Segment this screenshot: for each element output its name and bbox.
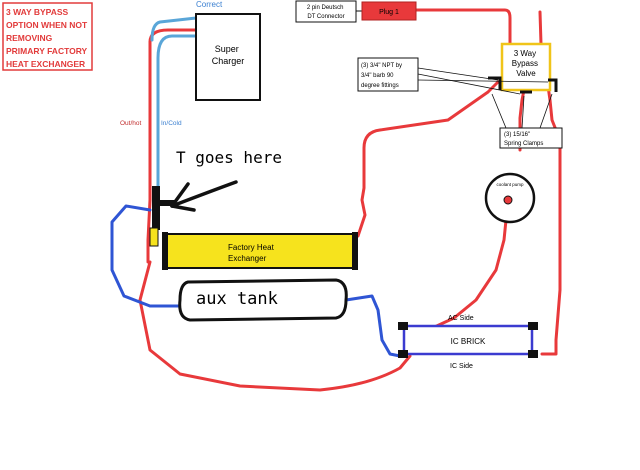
valve-line-2: Bypass xyxy=(512,59,538,68)
out-hot-label: Out/hot xyxy=(120,120,142,127)
hot-line-valve-left xyxy=(356,80,500,238)
plug-label: Plug 1 xyxy=(379,9,399,16)
svg-text:3 WAY BYPASS OPTION WHEN: 3 WAY BYPASS OPTION WHEN NOT REMOVING PR… xyxy=(6,7,90,69)
plug: Plug 1 xyxy=(361,1,417,21)
supercharger-line-2: Charger xyxy=(212,56,245,66)
connector-box: 2 pin Deutsch DT Connector xyxy=(295,0,357,23)
svg-text:Factory Heat Exchanger: Factory Heat Exchanger xyxy=(228,243,276,263)
title-line-1: 3 WAY BYPASS xyxy=(6,7,69,17)
bypass-valve: 3 Way Bypass Valve xyxy=(500,42,552,92)
correct-label: Correct xyxy=(196,0,223,9)
in-cold-label: In/Cold xyxy=(161,120,182,127)
hot-line-valve-brick xyxy=(540,84,562,356)
svg-text:Super Charger: Super Charger xyxy=(212,44,245,66)
correct-line xyxy=(150,16,198,42)
connector-line-2: DT Connector xyxy=(307,14,344,20)
ic-brick: IC BRICK xyxy=(398,322,538,358)
title-line-2: OPTION WHEN NOT xyxy=(6,20,88,30)
supercharger: Super Charger xyxy=(195,13,261,101)
hot-line-pump-down xyxy=(408,198,510,336)
valve-fittings xyxy=(488,76,558,94)
fittings-line-3: degree fittings xyxy=(361,83,399,89)
svg-text:3 Way Bypass Valve: 3 Way Bypass Valve xyxy=(512,49,540,78)
t-goes-here-label: T goes here xyxy=(176,148,282,167)
t-arrow-icon xyxy=(170,180,238,212)
hot-line-valve-right xyxy=(538,10,543,46)
clamps-line-2: Spring Clamps xyxy=(504,141,543,147)
title-line-3: REMOVING xyxy=(6,33,53,43)
aux-tank: aux tank xyxy=(178,278,348,322)
cold-coolant-lines xyxy=(110,204,402,358)
cold-line-to-brick xyxy=(344,294,402,358)
title-line-4: PRIMARY FACTORY xyxy=(6,46,88,56)
coolant-pump-label: coolant pump xyxy=(496,182,524,187)
ic-brick-label: IC BRICK xyxy=(451,337,486,346)
hot-line-top xyxy=(148,28,198,44)
fittings-label: (3) 3/4" NPT by 3/4" barb 90 degree fitt… xyxy=(357,57,549,95)
exchanger-line-1: Factory Heat xyxy=(228,243,275,252)
in-cold-line xyxy=(156,34,198,192)
aux-tank-label: aux tank xyxy=(196,289,278,309)
coolant-pump: coolant pump xyxy=(484,172,536,224)
svg-text:(3) 3/4" NPT by 3/4" bar: (3) 3/4" NPT by 3/4" barb 90 degree fitt… xyxy=(361,63,404,89)
supercharger-line-1: Super xyxy=(215,44,239,54)
connector-line-1: 2 pin Deutsch xyxy=(307,5,344,11)
title-line-5: HEAT EXCHANGER xyxy=(6,59,85,69)
svg-text:2 pin Deutsch DT Connect: 2 pin Deutsch DT Connector xyxy=(307,5,345,20)
factory-heat-exchanger: Factory Heat Exchanger xyxy=(162,232,358,270)
svg-text:(3) 15/16" Spring Clamps: (3) 15/16" Spring Clamps xyxy=(504,132,543,147)
clamps-label: (3) 15/16" Spring Clamps xyxy=(491,93,563,149)
t-fitting xyxy=(149,186,176,247)
cold-line-left-loop xyxy=(110,204,184,308)
hot-line-bottom-loop xyxy=(138,260,412,392)
valve-line-3: Valve xyxy=(516,69,536,78)
clamps-line-1: (3) 15/16" xyxy=(504,132,530,138)
valve-line-1: 3 Way xyxy=(514,49,536,58)
fittings-line-1: (3) 3/4" NPT by xyxy=(361,63,402,69)
title-box: 3 WAY BYPASS OPTION WHEN NOT REMOVING PR… xyxy=(2,2,93,71)
supercharger-lines xyxy=(150,16,198,192)
hot-line-main-left xyxy=(146,40,152,264)
ac-side-label: AC Side xyxy=(448,315,474,322)
hot-line-to-plug xyxy=(413,8,512,46)
exchanger-line-2: Exchanger xyxy=(228,254,267,263)
ic-side-label: IC Side xyxy=(450,363,473,370)
fittings-line-2: 3/4" barb 90 xyxy=(361,73,394,79)
